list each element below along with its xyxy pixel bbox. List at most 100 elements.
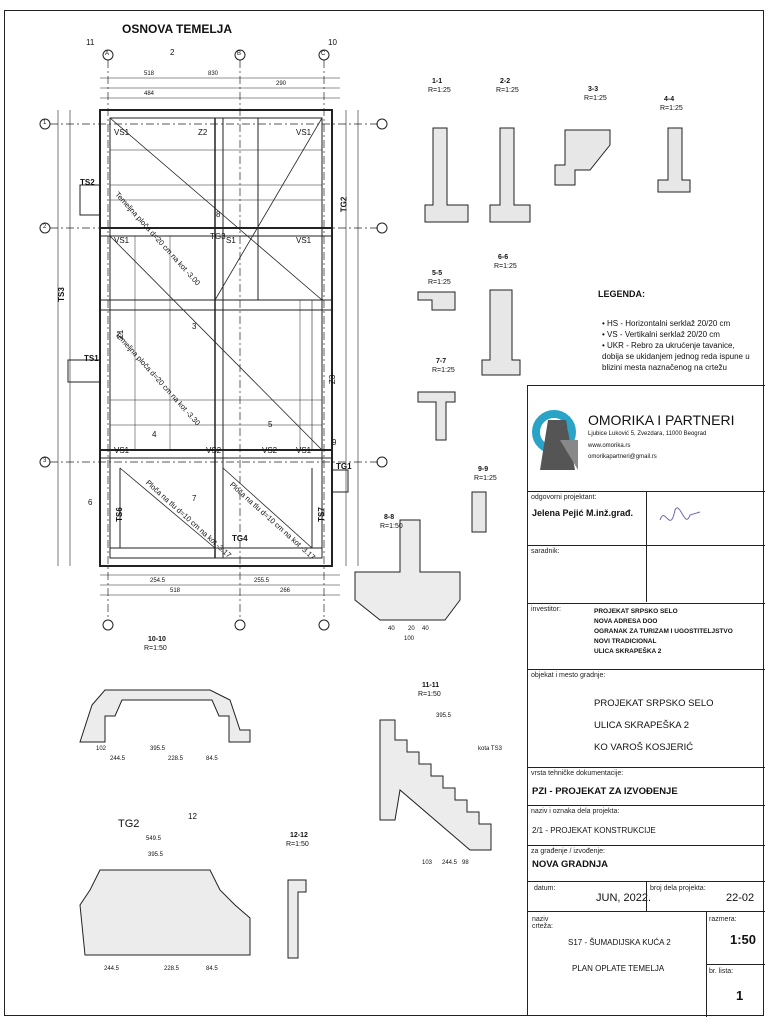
dimension-text: 20 bbox=[408, 626, 415, 632]
object-line: KO VAROŠ KOSJERIĆ bbox=[594, 742, 694, 753]
dimension-text: 84.5 bbox=[206, 966, 218, 972]
drawing-name-label: naziv crteža: bbox=[532, 916, 554, 930]
beam-label: TG1 bbox=[336, 462, 352, 471]
section-title: 9-9 bbox=[478, 466, 489, 473]
section-mark: 9 bbox=[332, 438, 337, 447]
investor-line: OGRANAK ZA TURIZAM I UGOSTITELJSTVO bbox=[594, 628, 733, 635]
section-scale: R=1:25 bbox=[660, 105, 683, 112]
dimension-text: 98 bbox=[462, 860, 469, 866]
object-cell: objekat i mesto gradnje: PROJEKAT SRPSKO… bbox=[528, 669, 765, 767]
part-label: naziv i oznaka dela projekta: bbox=[531, 808, 620, 815]
section-5-5-drawing bbox=[417, 291, 456, 311]
drawing-name: S17 - ŠUMADIJSKA KUĆA 2 bbox=[568, 938, 671, 947]
dimension-text: 40 bbox=[388, 626, 395, 632]
section-mark: 4 bbox=[152, 430, 157, 439]
section-11-11-drawing bbox=[379, 719, 492, 851]
section-mark: 5 bbox=[268, 420, 273, 429]
section-1-1-drawing bbox=[424, 127, 469, 223]
section-title: 7-7 bbox=[436, 358, 447, 365]
section-9-9-drawing bbox=[471, 491, 487, 533]
collaborators-cell: saradnik: bbox=[528, 545, 765, 603]
beam-label: VS2 bbox=[262, 446, 278, 455]
section-title: 6-6 bbox=[498, 254, 509, 261]
scale-label: razmera: bbox=[709, 916, 737, 923]
section-2-2-drawing bbox=[489, 127, 531, 223]
investor-line: NOVA ADRESA DOO bbox=[594, 618, 658, 625]
grid-axis-label: C bbox=[321, 51, 326, 57]
section-3-3-drawing bbox=[554, 129, 611, 186]
section-title: 5-5 bbox=[432, 270, 443, 277]
section-tg2-drawing bbox=[79, 869, 251, 956]
section-8-8-drawing bbox=[354, 519, 461, 621]
legend-item: • VS - Vertikalni serklaž 20/20 cm bbox=[602, 330, 720, 339]
section-scale: R=1:50 bbox=[286, 841, 309, 848]
signature-stroke bbox=[659, 507, 701, 521]
beam-label: TG4 bbox=[232, 534, 248, 543]
doc-type-label: vrsta tehničke dokumentacije: bbox=[531, 770, 624, 777]
dimension-text: 40 bbox=[422, 626, 429, 632]
object-label: objekat i mesto gradnje: bbox=[531, 672, 606, 679]
legend-list: • HS - Horizontalni serklaž 20/20 cm • V… bbox=[602, 318, 757, 373]
section-scale: R=1:50 bbox=[144, 645, 167, 652]
company-name: OMORIKA I PARTNERI bbox=[588, 412, 735, 428]
dimension-text: 103 bbox=[422, 860, 433, 866]
section-title: 11-11 bbox=[422, 682, 440, 689]
beam-label: VS2 bbox=[206, 446, 222, 455]
beam-label: TS2 bbox=[80, 178, 95, 187]
dimension-text: 395.5 bbox=[148, 852, 164, 858]
section-scale: R=1:25 bbox=[432, 367, 455, 374]
object-line: PROJEKAT SRPSKO SELO bbox=[594, 698, 714, 709]
section-title: TG2 bbox=[118, 818, 140, 830]
beam-label: VS1 bbox=[114, 446, 130, 455]
beam-label: TG3 bbox=[210, 232, 226, 241]
dimension-text: 290 bbox=[276, 81, 287, 87]
company-logo bbox=[532, 410, 578, 470]
section-12-12-drawing bbox=[287, 879, 307, 959]
grid-axis-label: A bbox=[105, 51, 110, 57]
date-label: datum: bbox=[534, 885, 556, 892]
beam-label: VS1 bbox=[114, 236, 130, 245]
investor-cell: investitor: PROJEKAT SRPSKO SELO NOVA AD… bbox=[528, 603, 765, 669]
project-number: 22-02 bbox=[726, 892, 755, 904]
dimension-text: 228.5 bbox=[164, 966, 180, 972]
section-scale: R=1:50 bbox=[380, 523, 403, 530]
doc-type-cell: vrsta tehničke dokumentacije: PZI - PROJ… bbox=[528, 767, 765, 805]
proj-no-divider bbox=[646, 882, 647, 912]
dimension-text: 102 bbox=[96, 746, 107, 752]
section-title: 2-2 bbox=[500, 78, 511, 85]
collaborators-label: saradnik: bbox=[531, 548, 560, 555]
investor-line: NOVI TRADICIONAL bbox=[594, 638, 657, 645]
beam-label: VS1 bbox=[296, 128, 312, 137]
section-scale: R=1:25 bbox=[496, 87, 519, 94]
company-cell: OMORIKA I PARTNERI Ljubice Luković 5, Zv… bbox=[528, 385, 765, 491]
beam-label: VS1 bbox=[114, 128, 130, 137]
title-block: OMORIKA I PARTNERI Ljubice Luković 5, Zv… bbox=[527, 385, 765, 1017]
foundation-plan bbox=[67, 109, 349, 567]
drawing-sheet bbox=[4, 10, 764, 1016]
dimension-text: 244.5 bbox=[442, 860, 458, 866]
beam-label: Z3 bbox=[328, 374, 338, 385]
object-line: ULICA SKRAPEŠKA 2 bbox=[594, 720, 690, 731]
section-mark: 12 bbox=[188, 812, 197, 821]
grid-axis-label: 2 bbox=[43, 224, 47, 230]
date-value: JUN, 2022. bbox=[596, 892, 652, 904]
dimension-text: 100 bbox=[404, 636, 415, 642]
scale-cell-bottom bbox=[706, 964, 765, 965]
grid-axis-bubbles bbox=[39, 49, 388, 631]
section-title: 4-4 bbox=[664, 96, 675, 103]
section-title: 8-8 bbox=[384, 514, 395, 521]
scale-value: 1:50 bbox=[730, 932, 757, 947]
drawing-name: PLAN OPLATE TEMELJA bbox=[572, 964, 665, 973]
section-mark: 6 bbox=[88, 498, 93, 507]
beam-label: TS7 bbox=[316, 507, 326, 522]
section-scale: R=1:25 bbox=[584, 95, 607, 102]
section-mark: 11 bbox=[86, 38, 95, 47]
beam-label: TG2 bbox=[339, 196, 349, 213]
grid-axis-label: B bbox=[237, 51, 242, 57]
section-mark: 2 bbox=[170, 48, 175, 57]
grid-axis-label: 3 bbox=[43, 458, 47, 464]
section-10-10-drawing bbox=[79, 689, 251, 743]
dimension-text: 244.5 bbox=[110, 756, 126, 762]
investor-label: investitor: bbox=[531, 606, 561, 613]
section-title: 12-12 bbox=[290, 832, 308, 839]
